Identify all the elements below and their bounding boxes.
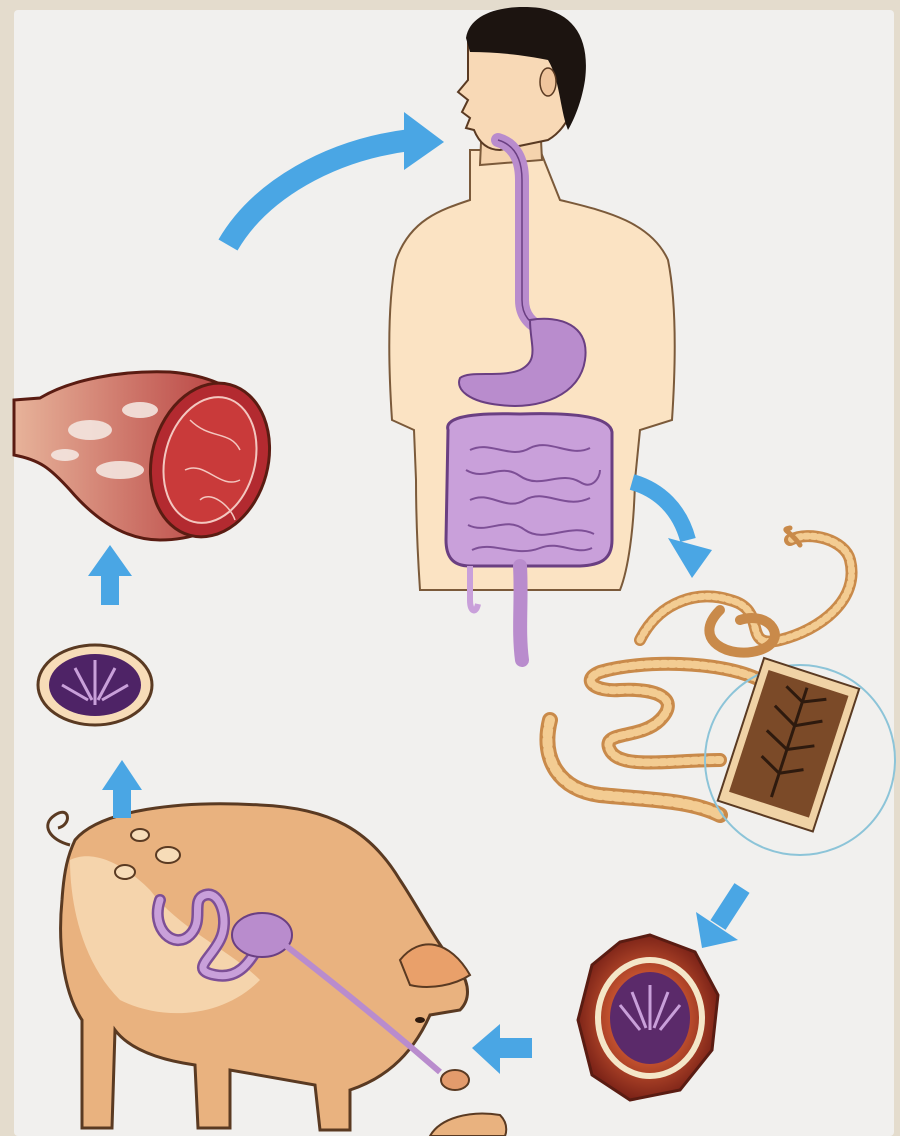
rectum <box>520 566 522 660</box>
pig-eye <box>415 1017 425 1023</box>
pig-snout <box>441 1070 469 1090</box>
large-intestine <box>446 414 612 566</box>
human-ear <box>540 68 556 96</box>
pig-stomach <box>232 913 292 957</box>
cysticercus <box>38 645 152 725</box>
